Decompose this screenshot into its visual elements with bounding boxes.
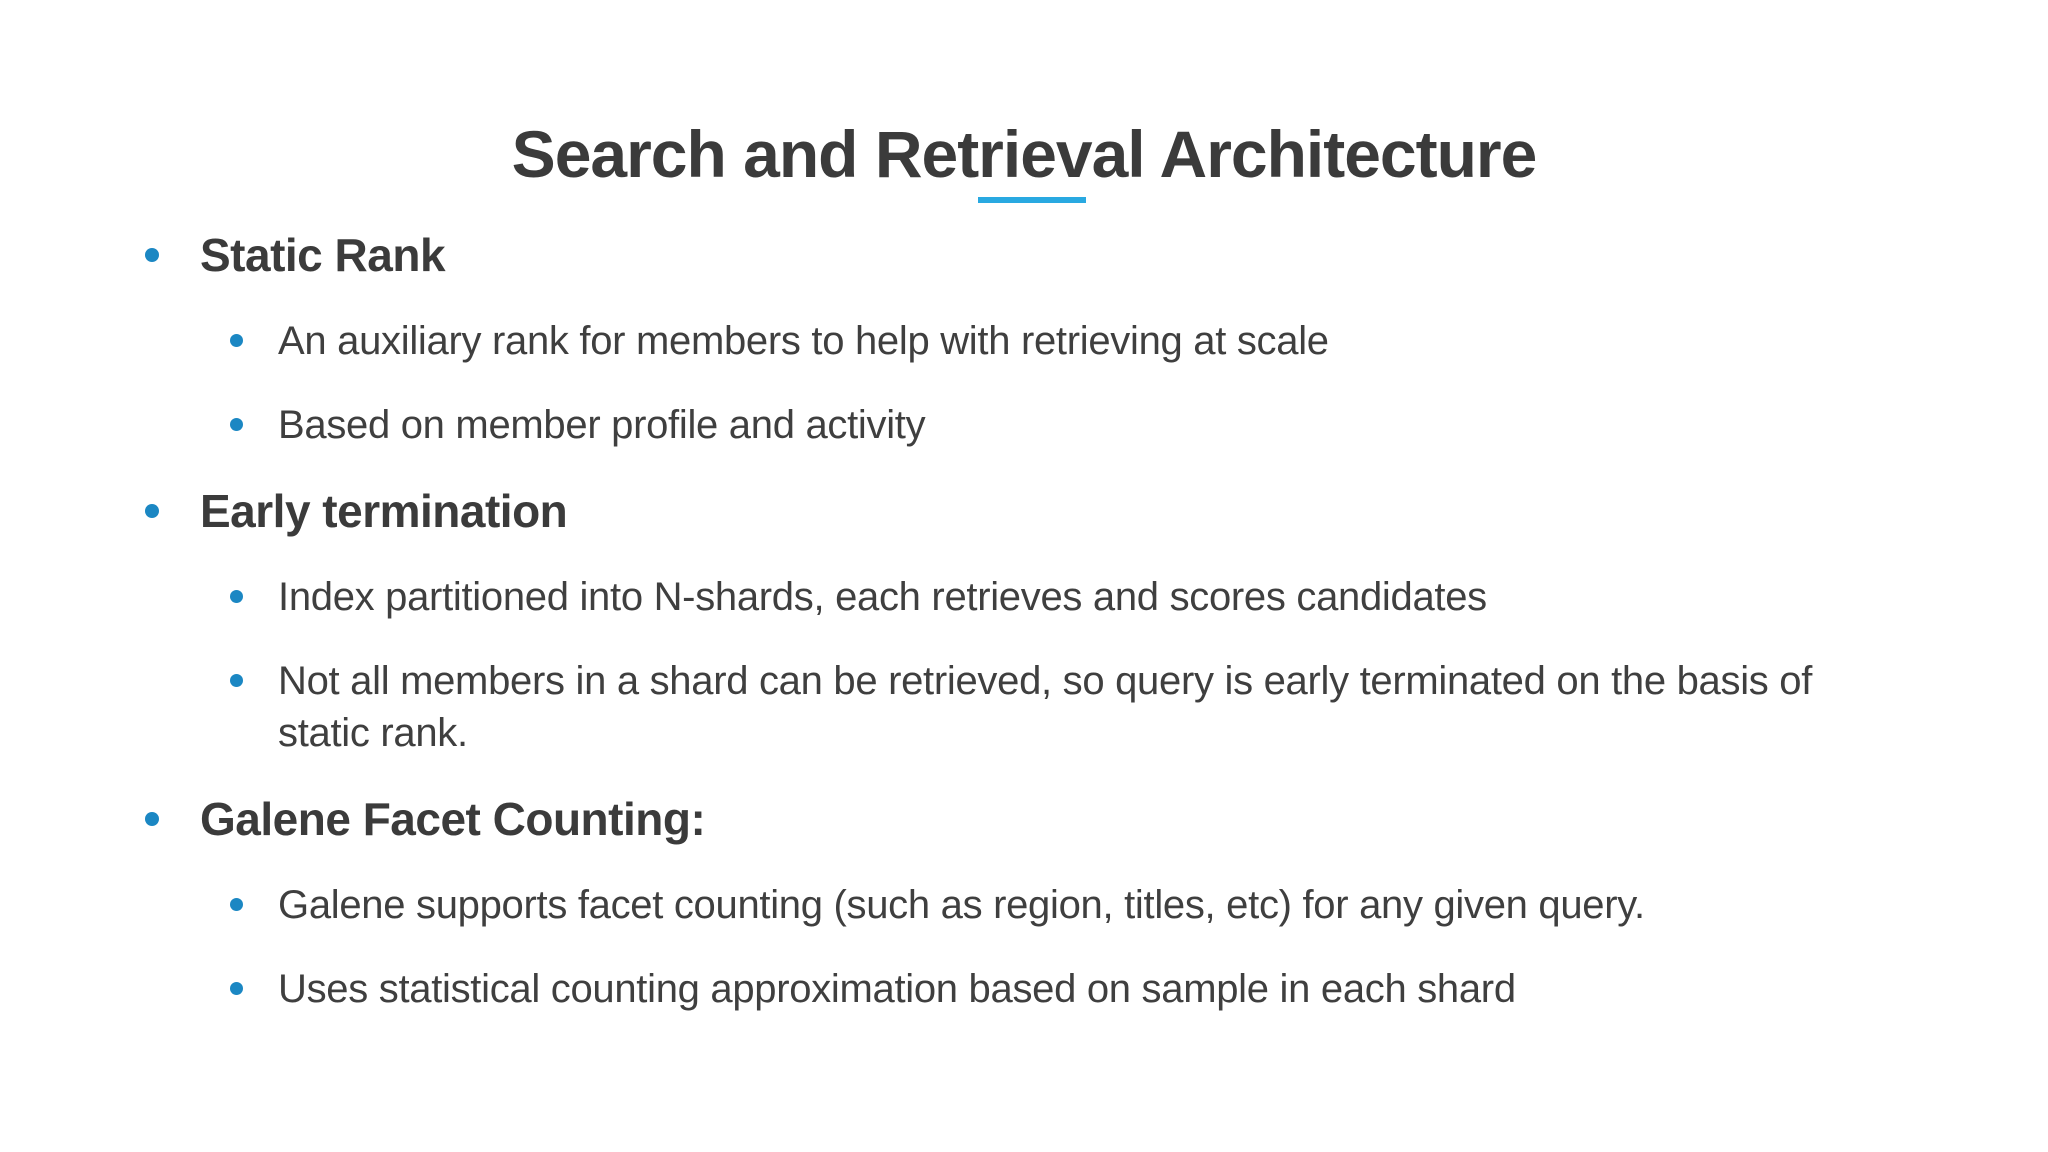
bullet-dot-icon <box>230 982 243 995</box>
bullet-text: Uses statistical counting approximation … <box>278 967 1516 1011</box>
bullet-item: Based on member profile and activity <box>0 399 2048 451</box>
bullet-dot-icon <box>145 248 159 262</box>
bullet-dot-icon <box>145 812 159 826</box>
bullet-item: An auxiliary rank for members to help wi… <box>0 315 2048 367</box>
title-underline <box>978 197 1086 203</box>
bullet-text: An auxiliary rank for members to help wi… <box>278 319 1329 363</box>
bullet-text: Not all members in a shard can be retrie… <box>278 659 1813 755</box>
section-heading: Static Rank <box>200 229 446 281</box>
section-heading-row: Early termination <box>0 483 2048 539</box>
bullet-list: Static Rank An auxiliary rank for member… <box>0 227 2048 1047</box>
bullet-dot-icon <box>230 674 243 687</box>
bullet-dot-icon <box>145 504 159 518</box>
section-heading: Galene Facet Counting: <box>200 793 706 845</box>
section-heading: Early termination <box>200 485 568 537</box>
bullet-item: Not all members in a shard can be retrie… <box>0 655 2048 759</box>
bullet-text: Index partitioned into N-shards, each re… <box>278 575 1487 619</box>
section-heading-row: Galene Facet Counting: <box>0 791 2048 847</box>
bullet-text: Based on member profile and activity <box>278 403 926 447</box>
slide-title: Search and Retrieval Architecture <box>511 117 1538 192</box>
bullet-dot-icon <box>230 590 243 603</box>
bullet-item: Galene supports facet counting (such as … <box>0 879 2048 931</box>
section-heading-row: Static Rank <box>0 227 2048 283</box>
bullet-text: Galene supports facet counting (such as … <box>278 883 1645 927</box>
bullet-item: Index partitioned into N-shards, each re… <box>0 571 2048 623</box>
bullet-dot-icon <box>230 334 243 347</box>
bullet-item: Uses statistical counting approximation … <box>0 963 2048 1015</box>
bullet-dot-icon <box>230 898 243 911</box>
bullet-dot-icon <box>230 418 243 431</box>
